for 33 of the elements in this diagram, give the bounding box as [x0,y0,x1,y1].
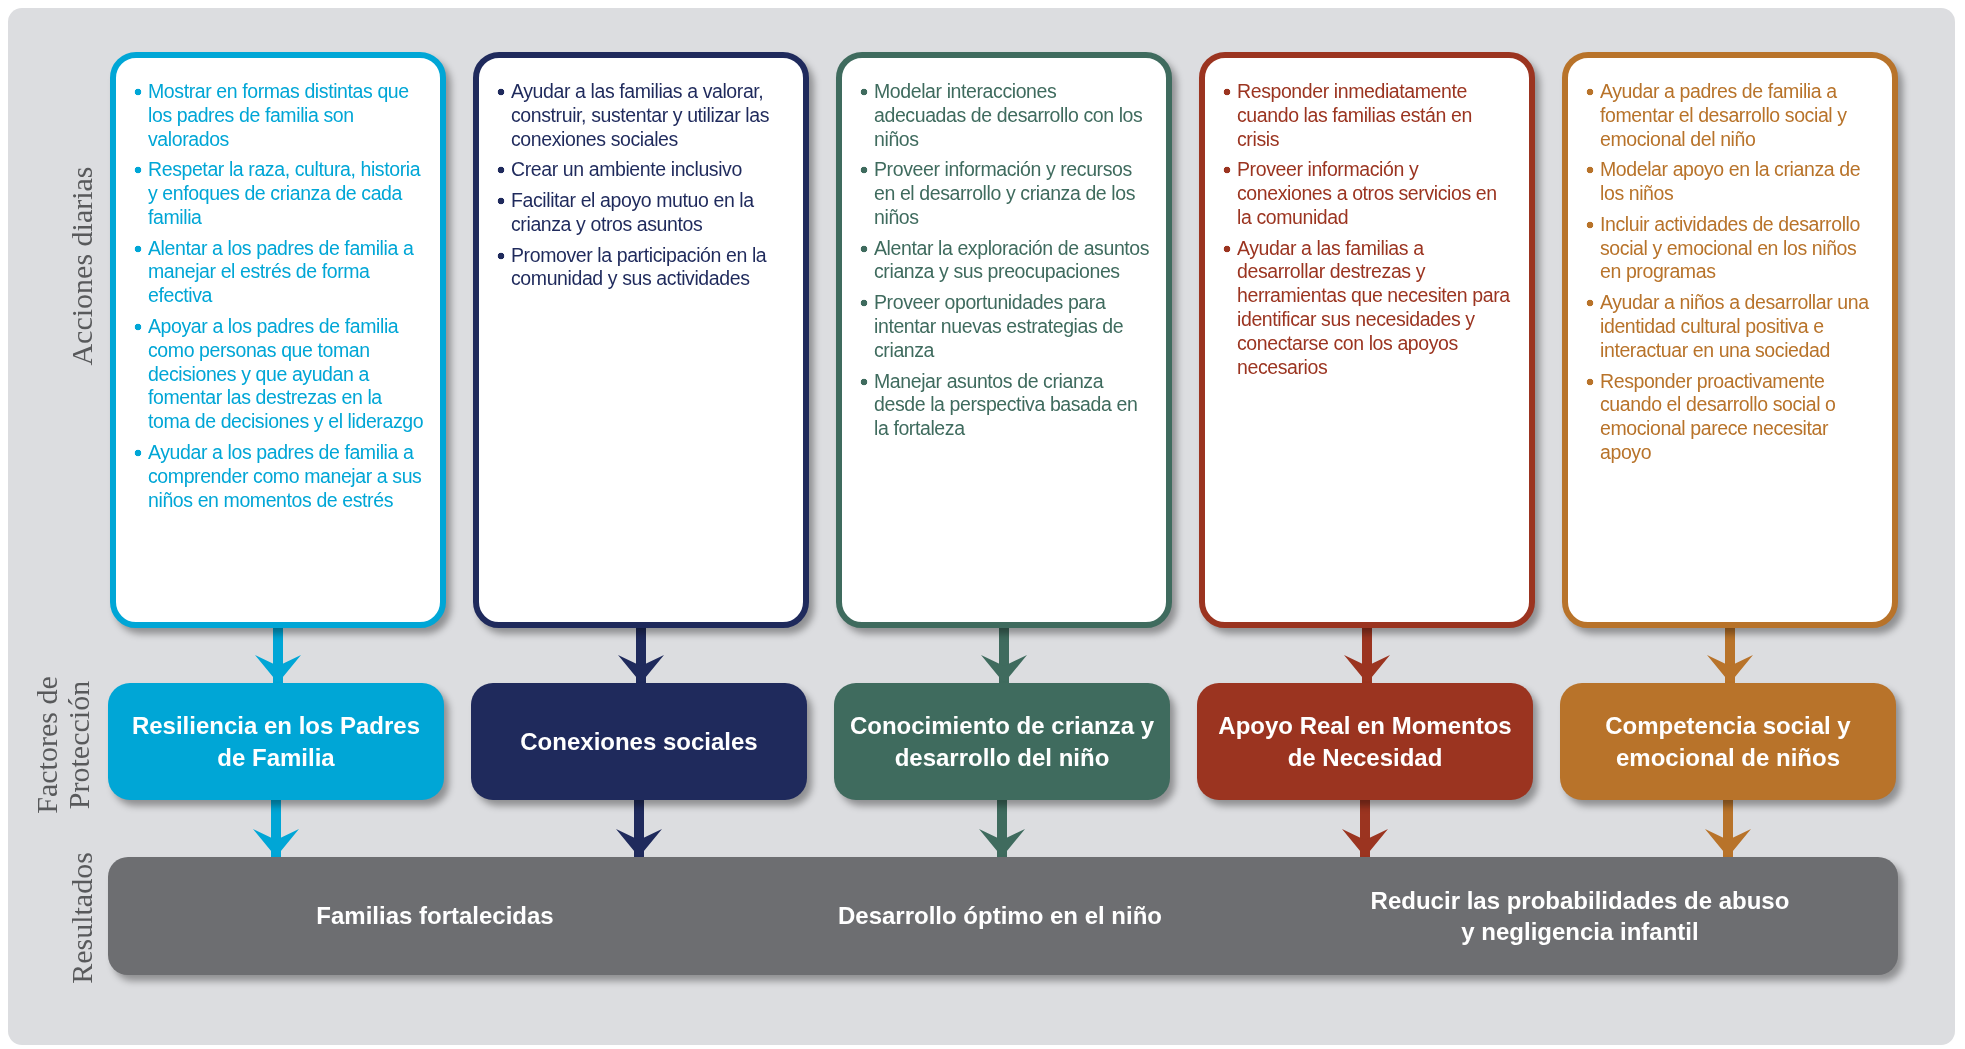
bullet-item: Apoyar a los padres de familia como personas que toman decisiones y que ayudan a fomentar las destrezas en la toma de decisiones y el liderazgo [134,315,426,434]
row-heading: Acciones diarias [66,165,98,368]
factor-box [471,683,807,800]
arrow [981,628,1027,683]
action-card [1562,52,1898,628]
action-card [110,52,446,628]
factor-box [108,683,444,800]
factor-box [1197,683,1533,800]
factor-box [834,683,1170,800]
arrow [979,800,1025,857]
arrow [253,800,299,857]
arrow [1707,628,1753,683]
outcome-bar [108,857,1898,975]
factor-title: Resiliencia en los Padres de Familia [130,711,422,773]
row-heading: Factores de Protección [30,675,94,816]
arrow [1705,800,1751,857]
action-card [836,52,1172,628]
arrow [618,628,664,683]
factor-title: Conocimiento de crianza y desarrollo del niño [848,711,1156,773]
factor-title: Apoyo Real en Momentos de Necesidad [1217,711,1513,773]
outcome-text: Desarrollo óptimo en el niño [838,901,1162,932]
action-card [473,52,809,628]
factor-title: Competencia social y emocional de niños [1604,711,1852,773]
outcome-text: Reducir las probabilidades de abuso y negligencia infantil [1370,885,1790,947]
arrow [1344,628,1390,683]
arrow [255,628,301,683]
factor-title: Conexiones sociales [519,726,759,757]
arrow [616,800,662,857]
arrow [1342,800,1388,857]
factor-box [1560,683,1896,800]
outcome-text: Familias fortalecidas [316,901,554,932]
row-heading: Resultados [66,851,98,986]
action-card [1199,52,1535,628]
